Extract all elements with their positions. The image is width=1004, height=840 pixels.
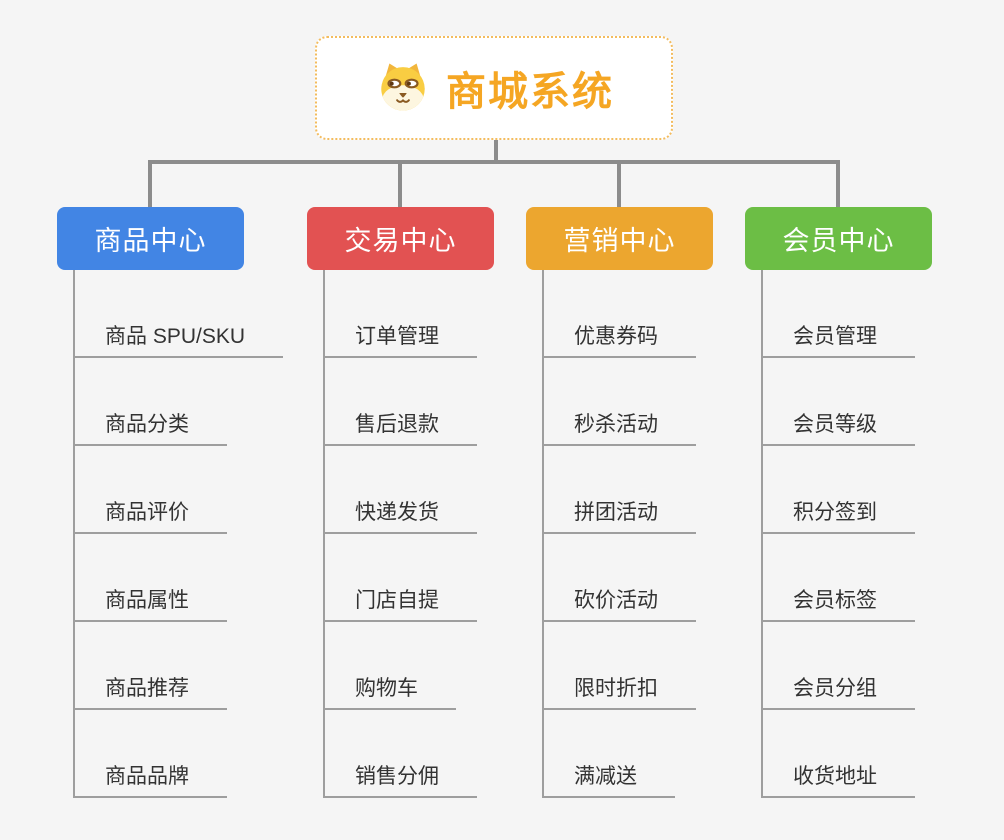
child-item-label: 拼团活动	[544, 500, 696, 534]
child-item[interactable]: 销售分佣	[325, 710, 494, 798]
drop-line	[398, 162, 402, 207]
branch-children: 会员管理 会员等级 积分签到 会员标签 会员分组 收货地址	[761, 270, 932, 798]
branch-children: 优惠券码 秒杀活动 拼团活动 砍价活动 限时折扣 满减送	[542, 270, 713, 798]
child-item-label: 满减送	[544, 764, 675, 798]
child-item-label: 收货地址	[763, 764, 915, 798]
branch-column-marketing-center: 营销中心 优惠券码 秒杀活动 拼团活动 砍价活动 限时折扣 满减送	[526, 207, 713, 798]
spine-line	[148, 160, 840, 164]
child-item-label: 快递发货	[325, 500, 477, 534]
branch-node-member-center[interactable]: 会员中心	[745, 207, 932, 270]
child-item-label: 门店自提	[325, 588, 477, 622]
child-item-label: 会员标签	[763, 588, 915, 622]
child-item-label: 会员分组	[763, 676, 915, 710]
child-item-label: 商品评价	[75, 500, 227, 534]
child-item-label: 会员管理	[763, 324, 915, 358]
child-item[interactable]: 会员等级	[763, 358, 932, 446]
child-item[interactable]: 优惠券码	[544, 270, 713, 358]
root-node[interactable]: 商城系统	[315, 36, 673, 140]
child-item[interactable]: 购物车	[325, 622, 494, 710]
child-item-label: 秒杀活动	[544, 412, 696, 446]
child-item[interactable]: 商品评价	[75, 446, 244, 534]
child-item[interactable]: 满减送	[544, 710, 713, 798]
child-item[interactable]: 拼团活动	[544, 446, 713, 534]
root-stem-line	[494, 140, 498, 164]
child-item-label: 商品推荐	[75, 676, 227, 710]
child-item-label: 订单管理	[325, 324, 477, 358]
child-item[interactable]: 会员分组	[763, 622, 932, 710]
child-item[interactable]: 商品品牌	[75, 710, 244, 798]
branch-column-product-center: 商品中心 商品 SPU/SKU 商品分类 商品评价 商品属性 商品推荐 商品品牌	[57, 207, 284, 798]
root-title: 商城系统	[446, 70, 614, 114]
child-item[interactable]: 商品 SPU/SKU	[75, 270, 284, 358]
child-item-label: 积分签到	[763, 500, 915, 534]
child-item[interactable]: 商品属性	[75, 534, 244, 622]
child-item[interactable]: 会员标签	[763, 534, 932, 622]
child-item[interactable]: 积分签到	[763, 446, 932, 534]
child-item-label: 限时折扣	[544, 676, 696, 710]
child-item-label: 购物车	[325, 676, 456, 710]
branch-column-trade-center: 交易中心 订单管理 售后退款 快递发货 门店自提 购物车 销售分佣	[307, 207, 494, 798]
branch-column-member-center: 会员中心 会员管理 会员等级 积分签到 会员标签 会员分组 收货地址	[745, 207, 932, 798]
child-item[interactable]: 限时折扣	[544, 622, 713, 710]
child-item[interactable]: 订单管理	[325, 270, 494, 358]
branch-children: 商品 SPU/SKU 商品分类 商品评价 商品属性 商品推荐 商品品牌	[73, 270, 284, 798]
drop-line	[836, 162, 840, 207]
child-item[interactable]: 快递发货	[325, 446, 494, 534]
child-item-label: 会员等级	[763, 412, 915, 446]
child-item[interactable]: 门店自提	[325, 534, 494, 622]
child-item[interactable]: 收货地址	[763, 710, 932, 798]
child-item-label: 商品属性	[75, 588, 227, 622]
drop-line	[148, 162, 152, 207]
child-item-label: 商品分类	[75, 412, 227, 446]
child-item[interactable]: 砍价活动	[544, 534, 713, 622]
child-item[interactable]: 秒杀活动	[544, 358, 713, 446]
branch-node-product-center[interactable]: 商品中心	[57, 207, 244, 270]
branch-node-marketing-center[interactable]: 营销中心	[526, 207, 713, 270]
child-item[interactable]: 商品分类	[75, 358, 244, 446]
drop-line	[617, 162, 621, 207]
child-item[interactable]: 售后退款	[325, 358, 494, 446]
child-item-label: 优惠券码	[544, 324, 696, 358]
branch-children: 订单管理 售后退款 快递发货 门店自提 购物车 销售分佣	[323, 270, 494, 798]
shiba-dog-icon	[374, 59, 432, 117]
child-item-label: 商品 SPU/SKU	[75, 324, 284, 358]
child-item-label: 售后退款	[325, 412, 477, 446]
child-item[interactable]: 商品推荐	[75, 622, 244, 710]
child-item[interactable]: 会员管理	[763, 270, 932, 358]
child-item-label: 砍价活动	[544, 588, 696, 622]
child-item-label: 商品品牌	[75, 764, 227, 798]
branch-node-trade-center[interactable]: 交易中心	[307, 207, 494, 270]
child-item-label: 销售分佣	[325, 764, 477, 798]
